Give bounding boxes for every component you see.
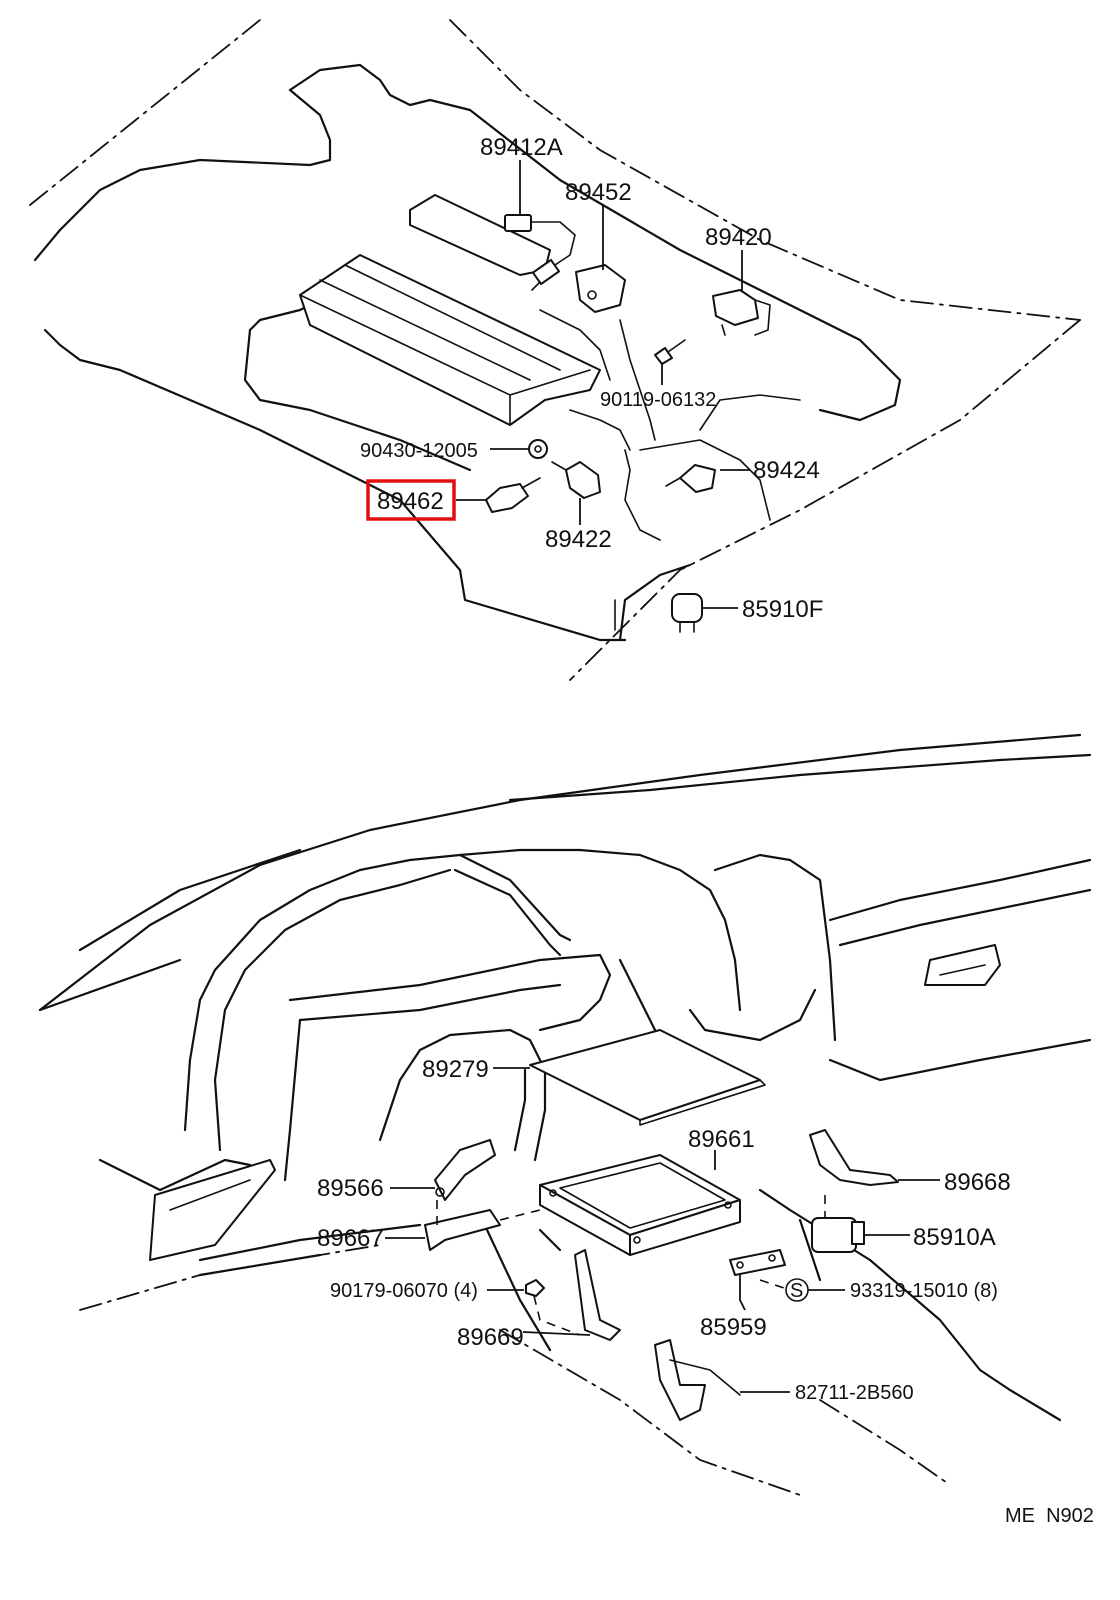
dashboard-outline: [38, 733, 1092, 1496]
label-89669: 89669: [457, 1324, 524, 1351]
label-89420: 89420: [705, 224, 772, 251]
label-90179-06070: 90179-06070 (4): [330, 1280, 478, 1302]
label-90119-06132: 90119-06132: [600, 389, 716, 411]
component-90119-bolt: [654, 339, 686, 365]
bottom-leader-lines: [385, 1067, 940, 1393]
symbol-s-circle: [785, 1278, 809, 1302]
component-89566-bracket: [434, 1139, 496, 1201]
label-89462: 89462: [377, 488, 444, 515]
component-85959-bracket: [729, 1249, 786, 1276]
label-89422: 89422: [545, 526, 612, 553]
label-89424: 89424: [753, 457, 820, 484]
label-89661: 89661: [688, 1126, 755, 1153]
component-89669-bracket: [574, 1249, 621, 1341]
label-82711-2B560: 82711-2B560: [795, 1382, 914, 1404]
top-leader-lines: [456, 160, 750, 609]
label-90430-12005: 90430-12005: [360, 440, 478, 462]
bottom-part-labels: 89279 89661 89566 89668 89667 85910A 901…: [317, 1056, 1094, 1527]
component-90179-nut: [525, 1279, 545, 1297]
component-82711-bracket: [654, 1339, 741, 1421]
component-89424-sensor: [665, 464, 716, 493]
component-89667-bracket: [424, 1209, 501, 1251]
component-90430-gasket: [528, 439, 548, 459]
symbol-s: S: [790, 1280, 803, 1302]
component-89279-panel: [529, 1029, 766, 1126]
label-89667: 89667: [317, 1225, 384, 1252]
label-89279: 89279: [422, 1056, 489, 1083]
component-85910F-switch: [671, 593, 703, 633]
component-89422-sensor: [551, 461, 601, 499]
label-89566: 89566: [317, 1175, 384, 1202]
label-89668: 89668: [944, 1169, 1011, 1196]
component-89420-sensor: [712, 289, 771, 336]
engine-bay-outline: [29, 19, 1081, 681]
component-89412A-sensor: [504, 214, 576, 291]
reference-code: ME N902: [1005, 1505, 1094, 1527]
label-93319-15010: 93319-15010 (8): [850, 1280, 998, 1302]
component-85910A-switch: [811, 1217, 865, 1253]
component-89452-sensor: [575, 264, 626, 313]
component-89661-ecu: [539, 1154, 741, 1256]
component-89462-sensor: [485, 477, 541, 513]
top-part-labels: 89412A 89452 89420 90119-06132 90430-120…: [360, 134, 823, 623]
highlight-box-89462: [366, 479, 456, 521]
label-85910F: 85910F: [742, 596, 823, 623]
label-85910A: 85910A: [913, 1224, 996, 1251]
label-85959: 85959: [700, 1314, 767, 1341]
label-89452: 89452: [565, 179, 632, 206]
component-89668-bracket: [809, 1129, 899, 1186]
label-89412A: 89412A: [480, 134, 563, 161]
